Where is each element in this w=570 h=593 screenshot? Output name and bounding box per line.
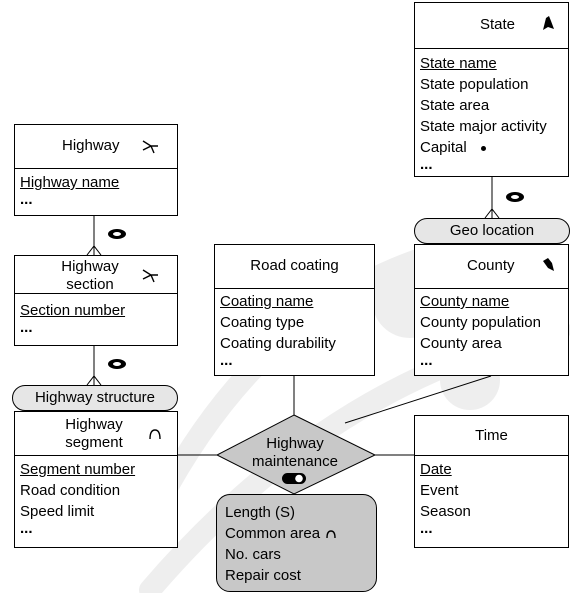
role-geo-location[interactable]: Geo location: [414, 218, 570, 244]
entity-name: County: [467, 257, 515, 274]
attribute-key: Highway name: [20, 174, 120, 191]
area-icon: [543, 258, 554, 271]
attribute: Coating durability: [220, 335, 336, 352]
attribute: Season: [420, 503, 471, 520]
entity-highway[interactable]: Highway Highway name ...: [14, 124, 178, 216]
attribute: Repair cost: [225, 567, 301, 584]
attribute-common-area: Common area: [225, 523, 337, 544]
entity-name: State: [480, 16, 516, 33]
role-highway-structure[interactable]: Highway structure: [12, 385, 178, 411]
attribute-more: ...: [20, 520, 33, 537]
attribute-capital: Capital: [420, 137, 547, 158]
entity-highway-section[interactable]: Highway section Section number ...: [14, 255, 178, 346]
attribute-key: State name: [420, 55, 497, 72]
attribute: County population: [420, 314, 541, 331]
attribute-more: ...: [20, 319, 33, 336]
entity-name: Road coating: [250, 257, 339, 274]
line-icon: [142, 140, 158, 154]
entity-name: Highway segment: [65, 416, 123, 451]
attribute-more: ...: [20, 191, 33, 208]
attribute-more: ...: [420, 156, 433, 173]
attribute: Length (S): [225, 504, 296, 521]
oriented-line-icon: [326, 530, 336, 539]
attribute: Speed limit: [20, 503, 95, 520]
attribute: Event: [420, 482, 459, 499]
attribute: Coating type: [220, 314, 305, 331]
entity-road-coating[interactable]: Road coating Coating name Coating type C…: [214, 244, 375, 376]
toggle-icon: [282, 473, 306, 484]
attribute-key: Segment number: [20, 461, 136, 478]
attribute-more: ...: [420, 520, 433, 537]
attribute-more: ...: [220, 352, 233, 369]
attribute-key: Section number: [20, 302, 126, 319]
entity-name: Highway: [62, 137, 120, 154]
point-icon: [480, 145, 486, 151]
attribute-more: ...: [420, 352, 433, 369]
entity-name: Time: [475, 427, 508, 444]
attribute: State major activity: [420, 118, 547, 135]
relationship-attributes[interactable]: Length (S) Common area No. cars Repair c…: [216, 494, 377, 592]
line-icon: [142, 269, 158, 283]
entity-name: Highway section: [61, 258, 119, 293]
attribute: State area: [420, 97, 490, 114]
area-icon: [543, 16, 554, 30]
attribute: County area: [420, 335, 502, 352]
attribute: No. cars: [225, 546, 281, 563]
attribute-key: County name: [420, 293, 510, 310]
attribute: State population: [420, 76, 529, 93]
attribute-key: Date: [420, 461, 452, 478]
attribute-key: Coating name: [220, 293, 314, 310]
entity-county[interactable]: County County name County population Cou…: [414, 244, 569, 376]
oriented-line-icon: [149, 429, 161, 440]
entity-state[interactable]: State State name State population State …: [414, 2, 569, 177]
entity-time[interactable]: Time Date Event Season ...: [414, 415, 569, 548]
entity-highway-segment[interactable]: Highway segment Segment number Road cond…: [14, 411, 178, 548]
attribute: Road condition: [20, 482, 121, 499]
relationship-name[interactable]: Highway maintenance: [252, 435, 338, 470]
